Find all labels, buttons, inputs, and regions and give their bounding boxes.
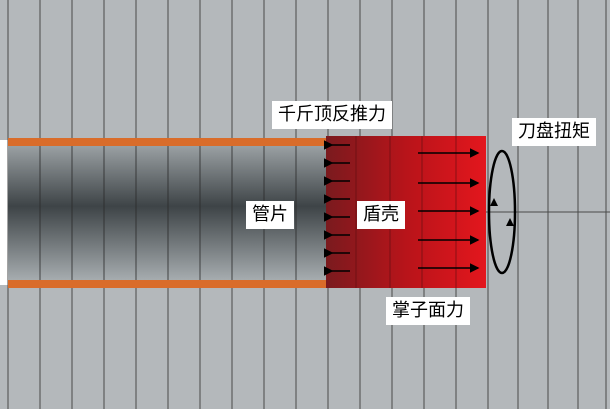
face-force-arrows: [418, 148, 480, 273]
segment-lining-bottom: [8, 280, 328, 288]
rotation-ellipse-icon: [487, 149, 517, 275]
cutterhead-torque-label: 刀盘扭矩: [512, 118, 596, 146]
segment-label: 管片: [246, 201, 294, 229]
shield-shell-label: 盾壳: [357, 201, 405, 229]
face-force-label: 掌子面力: [386, 297, 470, 325]
soil-grid-lines: [7, 0, 610, 409]
jack-thrust-arrows: [324, 140, 350, 276]
shield-shell: [326, 136, 486, 288]
segment-lining-top: [8, 138, 328, 146]
soil-lower: [0, 285, 610, 409]
segment-joint-lines: [39, 146, 297, 280]
jack-thrust-label: 千斤顶反推力: [272, 101, 392, 129]
